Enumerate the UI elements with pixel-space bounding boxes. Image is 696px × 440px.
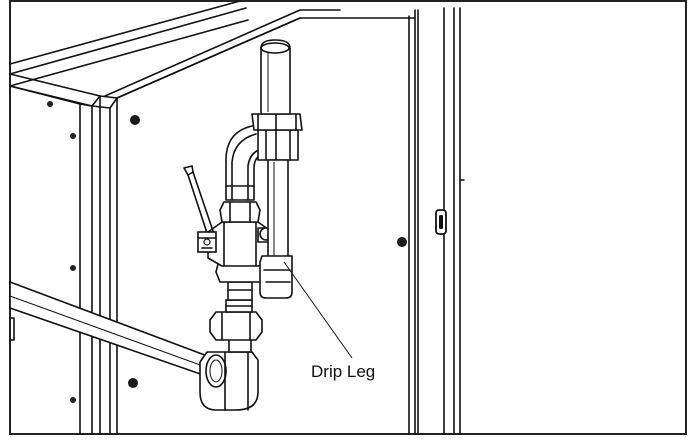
supply-pipe — [260, 39, 291, 115]
callout-leader-line — [283, 261, 353, 359]
drip-leg — [259, 159, 293, 299]
pipe-union — [209, 281, 263, 353]
drip-leg-label: Drip Leg — [311, 362, 375, 381]
mounting-hole — [128, 378, 138, 388]
door-latch — [435, 209, 447, 235]
rivet — [70, 265, 76, 271]
rivet — [70, 133, 76, 139]
mounting-hole — [130, 115, 140, 125]
drip-leg-callout: Drip Leg — [283, 261, 375, 381]
cabinet-right-door — [435, 7, 465, 435]
cabinet-front-panel — [116, 9, 419, 435]
mounting-hole — [397, 237, 407, 247]
cabinet-corner-post — [91, 95, 118, 435]
lower-elbow — [199, 351, 259, 411]
tee-fitting — [251, 113, 303, 161]
valve-handle — [183, 165, 217, 253]
frame-border — [9, 0, 687, 435]
rivet — [47, 101, 53, 107]
rivet — [70, 397, 76, 403]
side-bracket — [9, 317, 15, 341]
